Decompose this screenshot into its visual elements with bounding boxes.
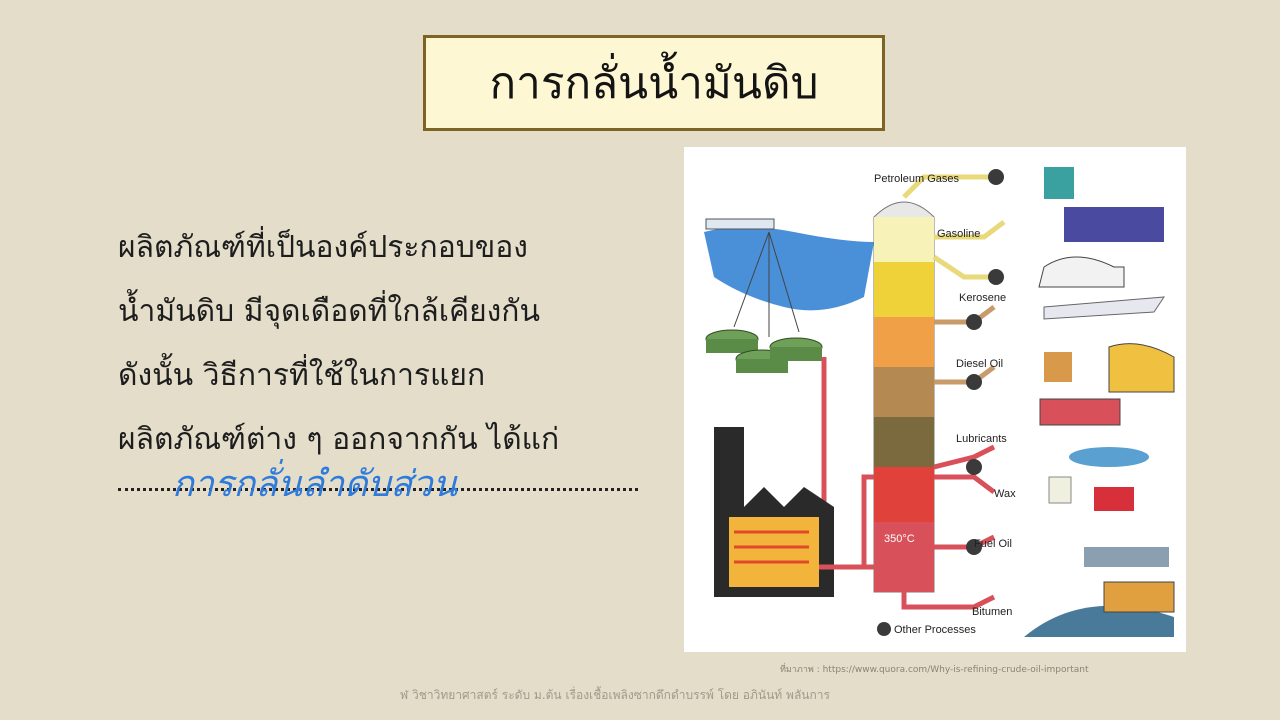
label-petroleum-gases: Petroleum Gases: [874, 173, 959, 185]
title-box: การกลั่นน้ำมันดิบ: [423, 35, 885, 131]
wax-block-icon: [1094, 487, 1134, 511]
image-source-credit: ที่มาภาพ : https://www.quora.com/Why-is-…: [780, 665, 1089, 675]
handwritten-answer: การกลั่นลำดับส่วน: [172, 464, 458, 505]
road-icon: [1024, 605, 1174, 637]
factory-skyline-icon: [1064, 207, 1164, 242]
car-icon: [1038, 256, 1125, 288]
lantern-icon: [1044, 352, 1072, 382]
fractional-distillation-diagram: 350°C Petroleum Gases Gasoline Kerosene …: [684, 147, 1186, 652]
train-icon: [1108, 343, 1175, 393]
body-line-2: น้ำมันดิบ มีจุดเดือดที่ใกล้เคียงกัน: [118, 294, 540, 329]
tanker-ship-icon: [705, 218, 775, 230]
label-gasoline: Gasoline: [937, 228, 980, 240]
label-kerosene: Kerosene: [959, 292, 1006, 304]
candle-icon: [1048, 476, 1072, 504]
gas-cylinder-icon: [1044, 167, 1074, 199]
furnace-fire: [729, 517, 819, 587]
label-bitumen: Bitumen: [972, 606, 1012, 618]
label-wax: Wax: [994, 488, 1016, 500]
body-line-4: ผลิตภัณฑ์ต่าง ๆ ออกจากกัน ได้แก่: [118, 422, 560, 457]
bus-icon: [1039, 398, 1121, 426]
temperature-label: 350°C: [884, 533, 915, 545]
slide-title: การกลั่นน้ำมันดิบ: [489, 58, 819, 109]
footer-credit: ฬ วิชาวิทยาศาสตร์ ระดับ ม.ต้น เรื่องเชื้…: [400, 688, 830, 702]
body-line-1: ผลิตภัณฑ์ที่เป็นองค์ประกอบของ: [118, 230, 528, 265]
factory-icon: [1084, 547, 1169, 567]
tanker-truck-icon: [1103, 581, 1175, 613]
airplane-icon: [1043, 296, 1165, 320]
label-fuel-oil: Fuel Oil: [974, 538, 1012, 550]
other-processes-icon: [877, 622, 891, 636]
answer-blank-line: [118, 488, 638, 491]
question-text: ผลิตภัณฑ์ที่เป็นองค์ประกอบของ น้ำมันดิบ …: [118, 216, 658, 472]
label-diesel-oil: Diesel Oil: [956, 358, 1003, 370]
oil-can-icon: [1069, 447, 1149, 467]
sea-shape: [704, 227, 874, 311]
body-line-3: ดังนั้น วิธีการที่ใช้ในการแยก: [118, 358, 486, 393]
label-other-processes: Other Processes: [894, 624, 976, 636]
column-top-zone: [874, 217, 934, 262]
label-lubricants: Lubricants: [956, 433, 1007, 445]
